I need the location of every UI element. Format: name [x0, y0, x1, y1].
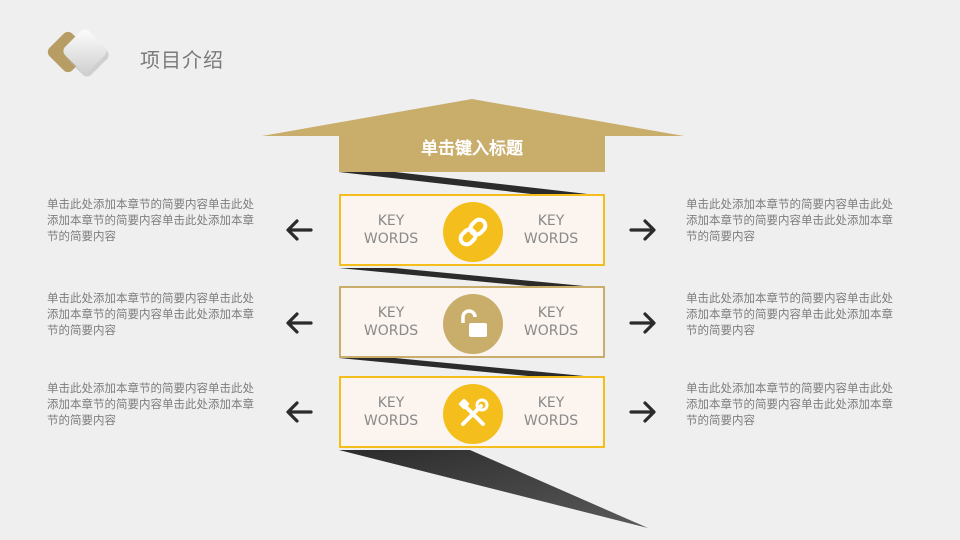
left-description-3: 单击此处添加本章节的简要内容单击此处添加本章节的简要内容单击此处添加本章节的简要… — [47, 381, 254, 427]
keywords-right: KEY WORDS — [523, 213, 579, 247]
arrow-head — [262, 99, 684, 136]
arrow-neck — [339, 130, 605, 172]
arrow-left-icon — [286, 401, 313, 423]
keyword-box-3: KEY WORDS KEY WORDS — [339, 376, 605, 448]
arrow-right-icon — [629, 401, 656, 423]
ribbon-tail — [339, 450, 648, 528]
link-icon — [458, 217, 488, 247]
icon-circle — [443, 384, 503, 444]
keywords-left: KEY WORDS — [363, 213, 419, 247]
left-description-2: 单击此处添加本章节的简要内容单击此处添加本章节的简要内容单击此处添加本章节的简要… — [47, 291, 254, 337]
arrow-left-icon — [286, 312, 313, 334]
right-description-1: 单击此处添加本章节的简要内容单击此处添加本章节的简要内容单击此处添加本章节的简要… — [686, 197, 893, 243]
ribbon-segment — [339, 172, 605, 196]
keyword-box-1: KEY WORDS KEY WORDS — [339, 194, 605, 266]
unlock-icon — [461, 309, 487, 337]
keywords-left: KEY WORDS — [363, 305, 419, 339]
icon-circle — [443, 202, 503, 262]
right-description-2: 单击此处添加本章节的简要内容单击此处添加本章节的简要内容单击此处添加本章节的简要… — [686, 291, 893, 337]
keywords-right: KEY WORDS — [523, 395, 579, 429]
arrow-left-icon — [286, 219, 313, 241]
page-title: 项目介绍 — [140, 48, 224, 72]
ribbon-segment — [339, 358, 605, 378]
icon-circle — [443, 294, 503, 354]
arrow-right-icon — [629, 219, 656, 241]
keywords-right: KEY WORDS — [523, 305, 579, 339]
tools-icon — [458, 398, 489, 426]
left-description-1: 单击此处添加本章节的简要内容单击此处添加本章节的简要内容单击此处添加本章节的简要… — [47, 197, 254, 243]
ribbon-segment — [339, 268, 605, 288]
logo-icon — [47, 29, 109, 77]
header-label: 单击键入标题 — [421, 139, 523, 159]
arrow-right-icon — [629, 312, 656, 334]
right-description-3: 单击此处添加本章节的简要内容单击此处添加本章节的简要内容单击此处添加本章节的简要… — [686, 381, 893, 427]
keywords-left: KEY WORDS — [363, 395, 419, 429]
keyword-box-2: KEY WORDS KEY WORDS — [339, 286, 605, 358]
